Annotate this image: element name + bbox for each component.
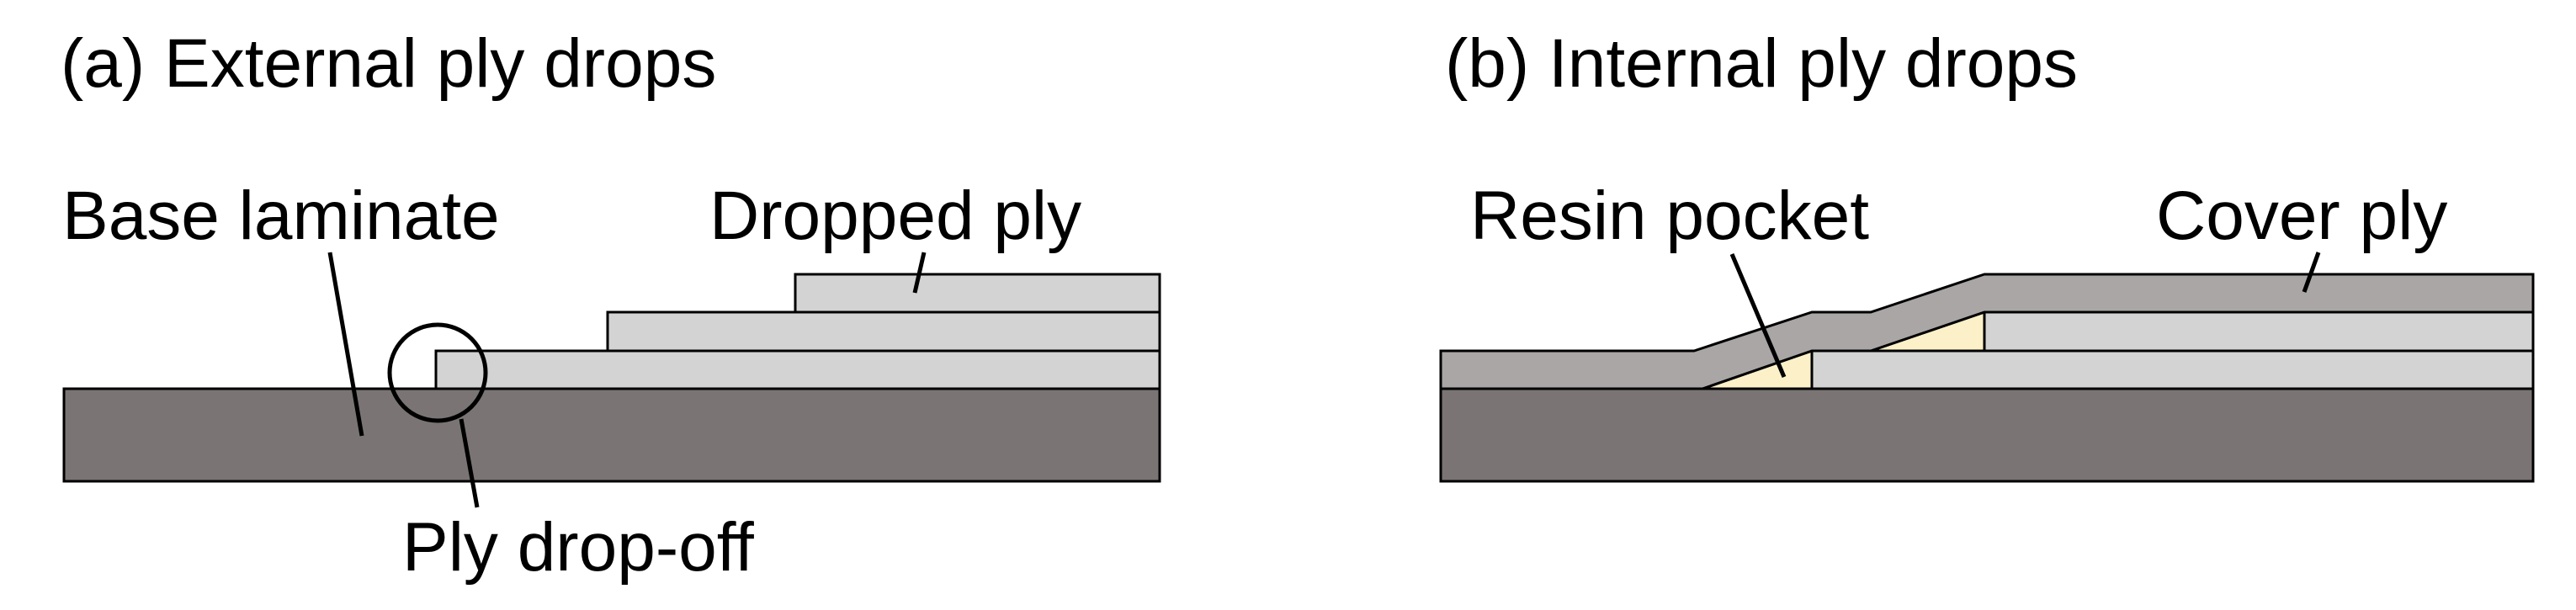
cover-ply-leader	[2302, 252, 2321, 293]
cover-ply	[1439, 273, 2535, 390]
ply-drop-off-label: Ply drop-off	[402, 509, 754, 586]
base-laminate-leader	[327, 252, 364, 437]
panel-a: (a) External ply drops Base laminate Dro…	[61, 25, 1161, 586]
base-laminate-label: Base laminate	[62, 178, 500, 254]
base-laminate-b	[1439, 387, 2535, 483]
cover-ply-label: Cover ply	[2156, 178, 2447, 254]
resin-pocket-label: Resin pocket	[1470, 178, 1869, 254]
panel-b-title: (b) Internal ply drops	[1445, 25, 2078, 102]
ply-a-2	[606, 310, 1161, 353]
dropped-ply-label: Dropped ply	[709, 178, 1081, 254]
ply-drop-off-leader	[459, 418, 480, 508]
resin-pocket-leader	[1729, 253, 1787, 378]
panel-a-title: (a) External ply drops	[61, 25, 716, 102]
panel-b: (b) Internal ply drops Resin pocket Cove…	[1439, 25, 2535, 483]
base-laminate-a	[62, 387, 1161, 483]
ply-b-1	[1810, 349, 2535, 390]
dropped-ply-leader	[912, 252, 927, 294]
dropped-ply	[794, 273, 1161, 314]
ply-a-1	[434, 349, 1161, 390]
ply-b-2	[1983, 310, 2535, 353]
ply-drop-off-marker	[387, 322, 488, 423]
